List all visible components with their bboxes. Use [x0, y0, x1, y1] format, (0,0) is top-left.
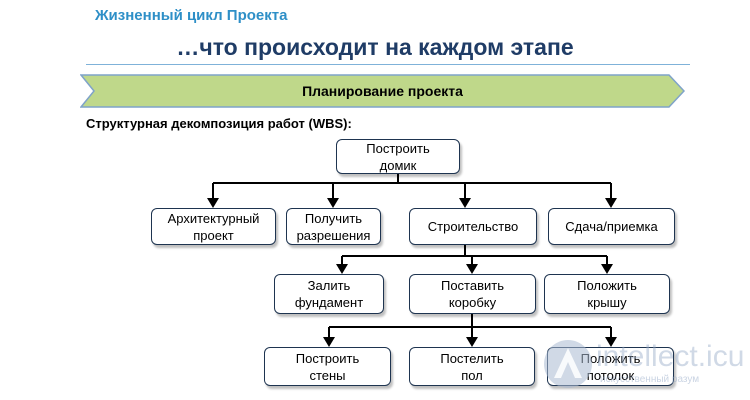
wbs-node-acceptance: Сдача/приемка: [548, 208, 675, 245]
phase-banner: Планирование проекта: [80, 74, 685, 108]
wbs-node-box: Поставить коробку: [409, 274, 536, 314]
wbs-node-root: Построить домик: [336, 139, 460, 174]
watermark: intellect.icu искусственный разум: [542, 338, 745, 390]
wbs-node-architect: Архитектурный проект: [151, 208, 276, 245]
watermark-name: intellect.icu: [596, 340, 745, 373]
watermark-logo-icon: [544, 340, 592, 388]
wbs-caption: Структурная декомпозиция работ (WBS):: [86, 116, 352, 131]
section-subtitle: Жизненный цикл Проекта: [95, 7, 288, 24]
wbs-node-foundation: Залить фундамент: [274, 274, 384, 314]
banner-arrow-shape: [80, 74, 685, 108]
wbs-node-floor: Постелить пол: [409, 347, 535, 386]
title-divider: [86, 64, 690, 65]
wbs-node-roof: Положить крышу: [544, 274, 670, 314]
wbs-node-permits: Получить разрешения: [286, 208, 381, 245]
page-title: …что происходит на каждом этапе: [176, 34, 574, 60]
banner-label: Планирование проекта: [302, 83, 463, 99]
wbs-node-construction: Строительство: [409, 208, 537, 245]
watermark-tagline: искусственный разум: [600, 374, 700, 385]
wbs-node-walls: Построить стены: [264, 347, 391, 386]
